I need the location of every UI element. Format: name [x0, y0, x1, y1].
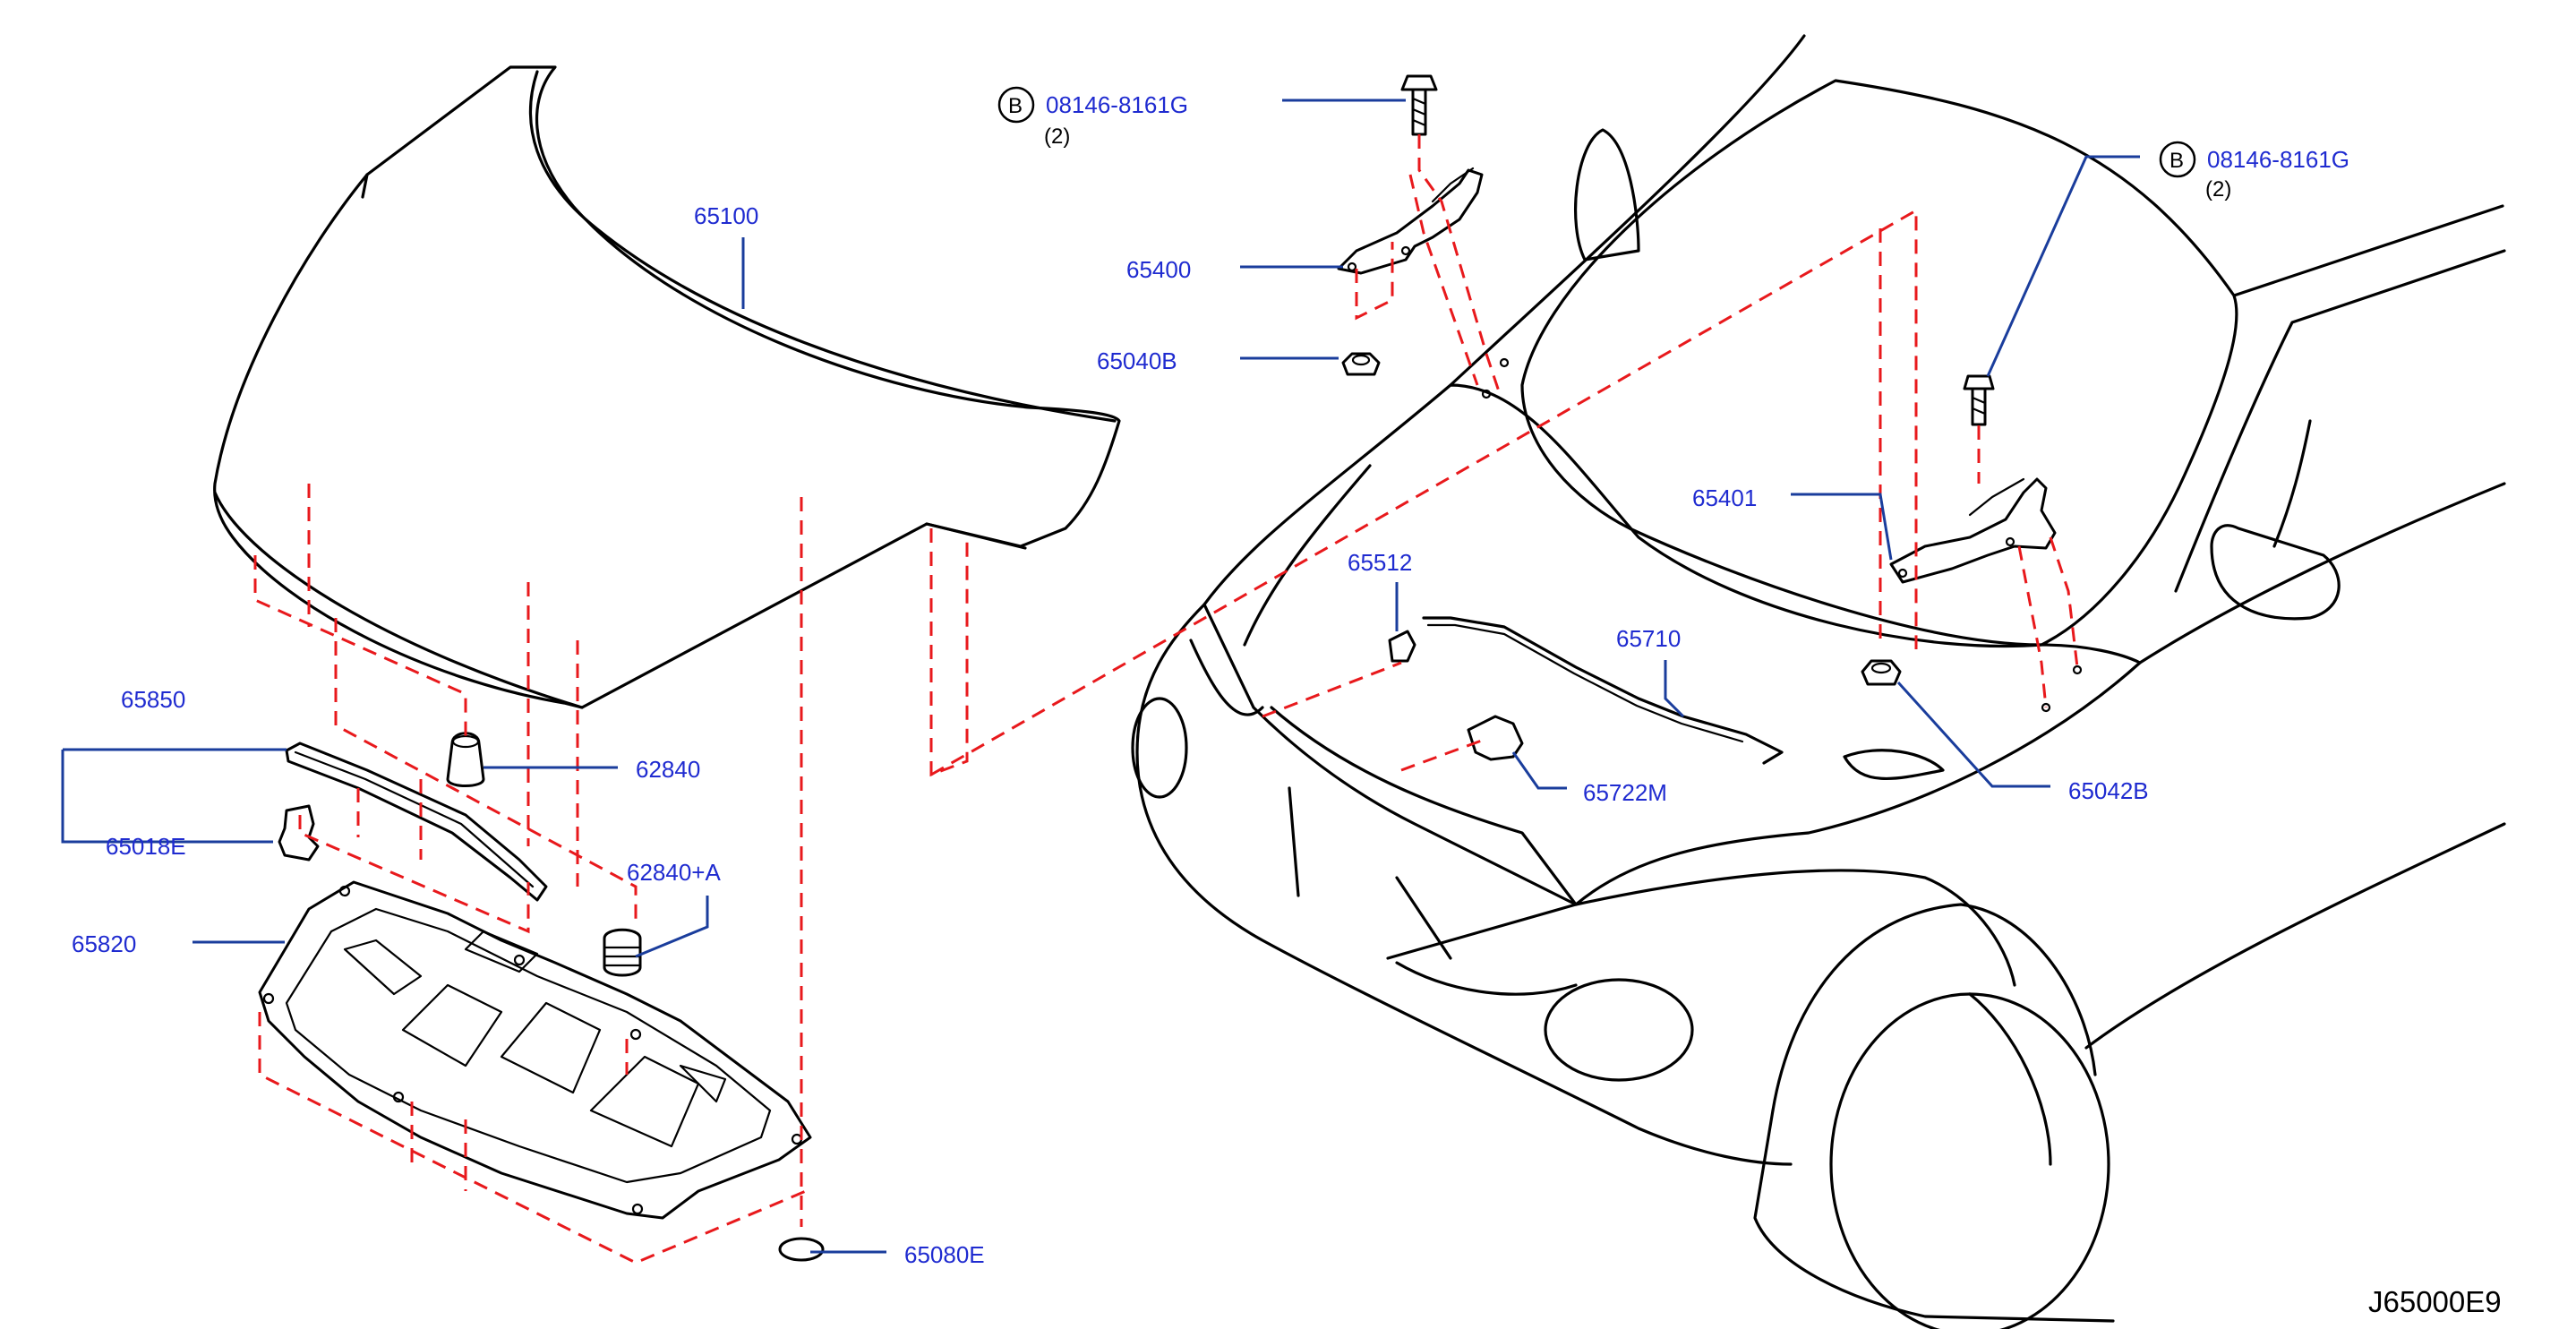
label-65710: 65710: [1616, 625, 1681, 652]
clip-65512: [1388, 630, 1416, 663]
label-65722M: 65722M: [1583, 779, 1667, 806]
callout-labels: 65100 65850 65018E 62840 62840+A 65820 6…: [72, 86, 2502, 1318]
hood-hinge-right: [1889, 477, 2057, 584]
hood-rod-65710: [1422, 616, 1784, 765]
clip-65722M: [1467, 715, 1524, 761]
label-65040B: 65040B: [1097, 347, 1177, 374]
bolt-left: [1400, 74, 1438, 136]
label-65100: 65100: [694, 202, 758, 229]
bolt-left-marker: B: [1008, 94, 1023, 118]
leader-lines: [61, 99, 2140, 1254]
label-62840: 62840: [636, 756, 700, 783]
bolt-right-marker: B: [2169, 149, 2184, 173]
label-65850: 65850: [121, 686, 185, 713]
bolt-callout-left: B 08146-8161G (2): [997, 86, 1188, 149]
hood-panel: [213, 65, 1121, 709]
hood-seal-65850: [285, 742, 548, 902]
label-65820: 65820: [72, 930, 136, 957]
nut-65042B: [1861, 659, 1902, 686]
hood-insulator-65820: [258, 880, 812, 1220]
nut-65040B: [1341, 352, 1381, 376]
label-65400: 65400: [1126, 256, 1191, 283]
label-65018E: 65018E: [106, 833, 186, 860]
label-62840A: 62840+A: [627, 859, 721, 886]
bolt-right: [1963, 374, 1995, 426]
label-65512: 65512: [1348, 549, 1412, 576]
clip-65018E: [278, 804, 320, 862]
assembly-guides: [253, 134, 2083, 1265]
bumper-62840: [446, 732, 485, 787]
bumper-62840A: [603, 928, 642, 977]
label-65080E: 65080E: [904, 1241, 985, 1268]
bolt-left-part: 08146-8161G: [1046, 91, 1188, 118]
clip-65080E: [778, 1237, 825, 1262]
bolt-right-part: 08146-8161G: [2207, 146, 2349, 173]
bolt-right-qty: (2): [2205, 177, 2231, 201]
bolt-callout-right: B 08146-8161G (2): [2159, 141, 2349, 201]
label-65401: 65401: [1692, 484, 1757, 511]
label-65042B: 65042B: [2068, 777, 2149, 804]
diagram-code: J65000E9: [2368, 1285, 2502, 1318]
vehicle-front-body: [1131, 34, 2506, 1329]
hood-hinge-left: [1337, 167, 1484, 275]
bolt-left-qty: (2): [1044, 124, 1070, 149]
